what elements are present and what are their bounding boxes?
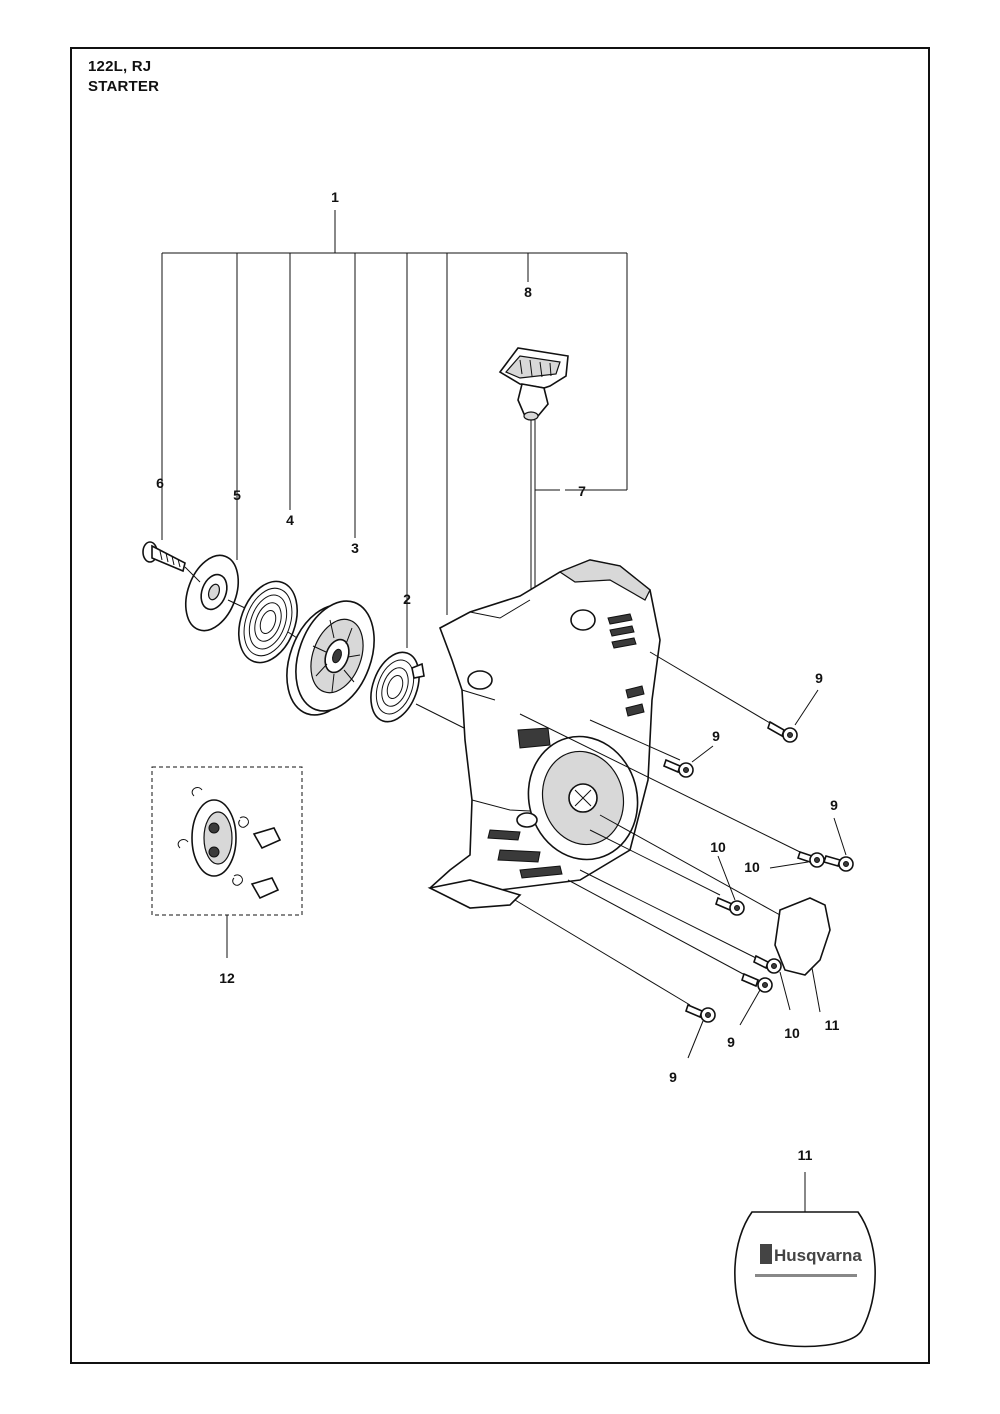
callout-6: 6 [156, 475, 164, 491]
callout-7: 7 [578, 483, 586, 499]
callout-9-b: 9 [712, 728, 720, 744]
assembly-axis [184, 566, 469, 731]
bolt-9-e [685, 1003, 716, 1023]
bolt-9-d [741, 972, 773, 993]
callout-11-a: 11 [825, 1017, 840, 1033]
callout-9-e: 9 [669, 1069, 677, 1085]
part-11-decal [599, 814, 831, 1013]
callout-12: 12 [219, 970, 235, 986]
brand-logo-text: Husqvarna [774, 1246, 862, 1265]
callout-10-a: 10 [710, 839, 726, 855]
part-2-spring [370, 590, 425, 723]
decal-closeup: H Husqvarna [734, 1172, 876, 1348]
callout-labels: 1 2 3 4 5 6 7 8 9 9 9 9 9 10 10 10 11 11… [156, 189, 840, 1163]
bolt-10-c [753, 954, 782, 974]
callout-11-b: 11 [798, 1147, 813, 1163]
screw-bolts [514, 651, 854, 1059]
part-5-plate [184, 485, 246, 632]
callout-9-a: 9 [815, 670, 823, 686]
bolt-9-c [822, 855, 854, 872]
part-12-pawl-kit [151, 766, 303, 958]
part-6-bolt [142, 505, 186, 573]
bolt-9-b [663, 758, 694, 778]
section-title: STARTER [88, 78, 160, 95]
callout-9-d: 9 [727, 1034, 735, 1050]
bolt-10-a [796, 850, 825, 868]
assembly-bracket [161, 210, 628, 615]
callout-9-c: 9 [830, 797, 838, 813]
model-title: 122L, RJ [88, 58, 152, 75]
callout-8: 8 [524, 284, 532, 300]
bolt-10-b [715, 896, 745, 916]
starter-housing [427, 559, 661, 909]
callout-2: 2 [403, 591, 411, 607]
svg-text:H: H [762, 1248, 771, 1262]
callout-10-b: 10 [744, 859, 760, 875]
bolt-9-a [767, 720, 798, 743]
callout-1: 1 [331, 189, 339, 205]
callout-4: 4 [286, 512, 294, 528]
part-3-pulley [286, 600, 375, 716]
callout-3: 3 [351, 540, 359, 556]
husqvarna-logo: H Husqvarna [755, 1244, 862, 1277]
page-frame [70, 47, 930, 1364]
part-8-handle [498, 347, 569, 421]
callout-10-c: 10 [784, 1025, 800, 1041]
callout-5: 5 [233, 487, 241, 503]
